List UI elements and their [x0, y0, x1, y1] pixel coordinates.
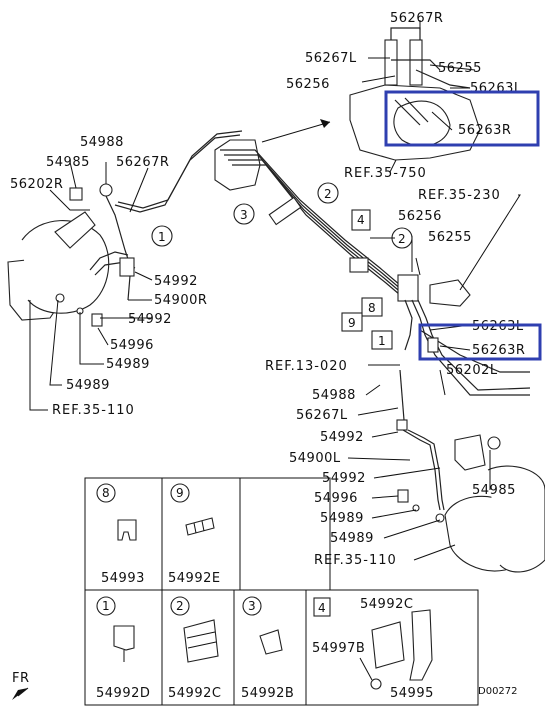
label-54988-left: 54988 [80, 135, 124, 150]
highlight-box-56263R-mid [418, 323, 542, 361]
label-56255-top: 56255 [438, 61, 482, 76]
label-54989-c: 54989 [320, 511, 364, 526]
label-54989-b: 54989 [66, 378, 110, 393]
legend-callout-3: 3 [248, 599, 256, 613]
legend-part-54997B: 54997B [312, 641, 365, 656]
right-caliper-assembly [396, 369, 545, 573]
label-54989-a: 54989 [106, 357, 150, 372]
label-ref-35-110-right: REF.35-110 [314, 553, 397, 568]
legend-table: 8 54993 9 54992E 1 54992D 2 54992C 3 549… [84, 477, 479, 706]
label-54985-right: 54985 [472, 483, 516, 498]
callout-3: 3 [240, 208, 248, 222]
callout-2-mid: 2 [398, 232, 406, 246]
label-54996-right: 54996 [314, 491, 358, 506]
callout-1-right: 1 [378, 334, 386, 348]
callout-4: 4 [357, 213, 365, 227]
legend-callout-4: 4 [318, 601, 326, 615]
label-ref-35-230: REF.35-230 [418, 188, 501, 203]
callout-8: 8 [368, 301, 376, 315]
legend-part-54992D: 54992D [96, 686, 150, 701]
callout-2-top: 2 [324, 187, 332, 201]
legend-part-54992E: 54992E [168, 571, 221, 586]
label-ref-13-020: REF.13-020 [265, 359, 348, 374]
label-56202L: 56202L [446, 363, 498, 378]
front-label: FR [12, 671, 30, 686]
legend-callout-9: 9 [176, 486, 184, 500]
legend-part-54993: 54993 [101, 571, 145, 586]
label-54992-a: 54992 [154, 274, 198, 289]
label-56202R: 56202R [10, 177, 63, 192]
label-54992-b: 54992 [128, 312, 172, 327]
label-56263R-mid: 56263R [472, 343, 525, 358]
label-54985-left: 54985 [46, 155, 90, 170]
label-54996-left: 54996 [110, 338, 154, 353]
label-56267R-top: 56267R [390, 11, 443, 26]
legend-callout-2: 2 [176, 599, 184, 613]
label-56256-top: 56256 [286, 77, 330, 92]
diagram-code: D00272 [478, 686, 518, 697]
label-56267R-left: 56267R [116, 155, 169, 170]
label-56256-mid: 56256 [398, 209, 442, 224]
legend-part-54992C: 54992C [168, 686, 221, 701]
main-pipe-bundle [114, 130, 531, 396]
left-caliper-assembly [7, 183, 136, 327]
label-ref-35-110-left: REF.35-110 [52, 403, 135, 418]
label-56263R-top: 56263R [458, 123, 511, 138]
label-54988-right: 54988 [312, 388, 356, 403]
highlight-box-56263R-top [384, 90, 540, 147]
label-56255-mid: 56255 [428, 230, 472, 245]
label-56267L-top: 56267L [305, 51, 357, 66]
front-direction-indicator: FR [12, 671, 30, 700]
label-54992-d: 54992 [322, 471, 366, 486]
legend-part-54992C-b: 54992C [360, 597, 413, 612]
callout-circles: 1 3 2 4 2 8 9 1 [151, 182, 413, 350]
master-cylinder-assembly [349, 27, 481, 161]
part-labels: 56267R 56267L 56255 56256 56263L 56263R … [10, 11, 525, 568]
callout-9: 9 [348, 316, 356, 330]
legend-callout-1: 1 [102, 599, 110, 613]
label-ref-35-750: REF.35-750 [344, 166, 427, 181]
legend-callout-8: 8 [102, 486, 110, 500]
legend-part-54995: 54995 [390, 686, 434, 701]
label-54900R: 54900R [154, 293, 207, 308]
label-54992-c: 54992 [320, 430, 364, 445]
callout-1-left: 1 [158, 230, 166, 244]
label-54900L: 54900L [289, 451, 341, 466]
legend-part-54992B: 54992B [241, 686, 294, 701]
label-54989-d: 54989 [330, 531, 374, 546]
leader-lines [29, 20, 521, 561]
label-56267L-right: 56267L [296, 408, 348, 423]
label-56263L-top: 56263L [470, 81, 522, 96]
